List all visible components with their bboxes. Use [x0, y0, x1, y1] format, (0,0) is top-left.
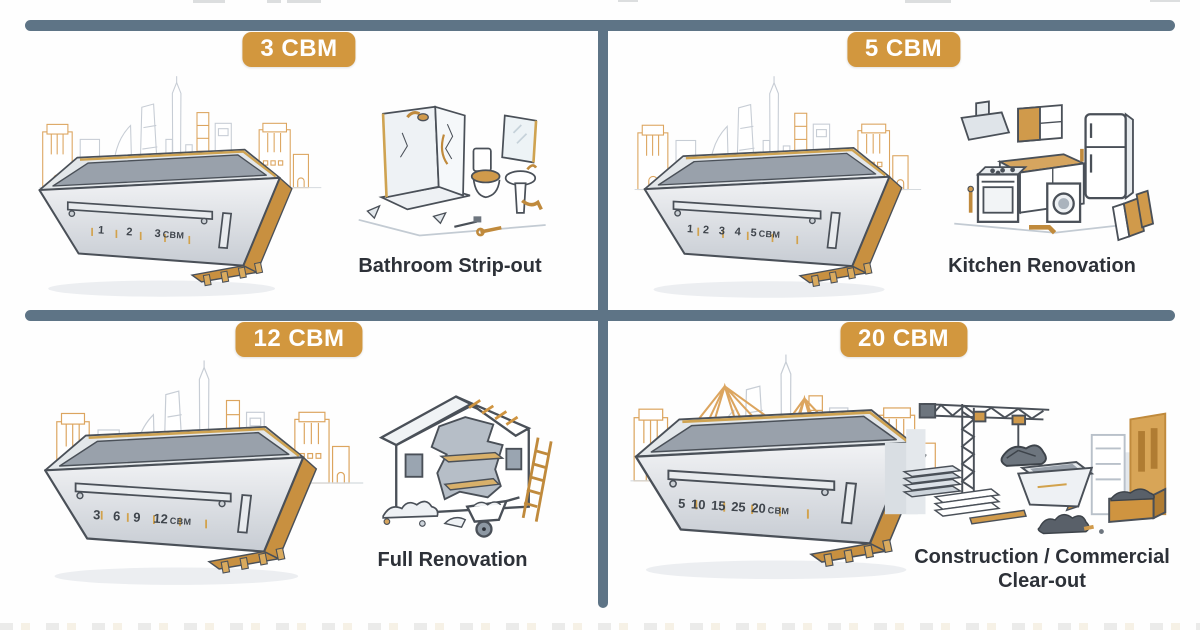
tick-label-capacity: 3CBM — [153, 227, 185, 241]
size-badge: 3 CBM — [242, 32, 356, 67]
house-renovation-illustration — [378, 395, 553, 538]
tick-label: 9 — [132, 508, 141, 525]
construction-illustration — [884, 403, 1167, 535]
tick-label-capacity: 20CBM — [750, 499, 790, 516]
skip-illustration: 1 2 3CBM — [30, 132, 300, 301]
tick-label-capacity: 12CBM — [152, 510, 192, 527]
tick-label: 3 — [92, 506, 101, 522]
use-case-caption: Kitchen Renovation — [948, 255, 1136, 277]
kitchen-illustration — [954, 100, 1155, 242]
tick-label: 15 — [710, 497, 726, 513]
tick-label: 2 — [125, 225, 133, 238]
tick-label: 4 — [734, 226, 742, 239]
panel-3cbm: 3 CBM 1 2 3CBM — [0, 32, 598, 310]
tick-label: 1 — [97, 223, 105, 237]
tick-label: 25 — [730, 498, 746, 515]
size-badge: 20 CBM — [839, 322, 968, 357]
tick-label-capacity: 5CBM — [750, 227, 781, 241]
divider-vertical — [598, 26, 608, 608]
size-badge: 12 CBM — [235, 322, 363, 357]
size-badge: 5 CBM — [846, 32, 961, 67]
tick-label: 3 — [718, 225, 726, 238]
bathroom-illustration — [358, 105, 546, 237]
use-case-caption: Full Renovation — [377, 549, 528, 571]
panel-5cbm: 5 CBM 1 2 3 4 5CBM — [607, 32, 1200, 310]
panel-12cbm: 12 CBM 3 6 9 12CBM — [0, 320, 598, 608]
panel-20cbm: 20 CBM 5 10 15 25 20CBM — [607, 320, 1200, 608]
tick-label: 6 — [112, 507, 121, 524]
use-case-caption: Bathroom Strip-out — [358, 255, 542, 277]
tick-label: 2 — [702, 224, 710, 237]
skip-illustration: 3 6 9 12CBM — [35, 408, 325, 589]
tick-label: 10 — [690, 495, 706, 512]
use-case-caption: Construction / Commercial Clear-out — [914, 546, 1170, 592]
skip-illustration: 1 2 3 4 5CBM — [635, 130, 910, 302]
top-bar — [25, 20, 1175, 31]
tick-label: 1 — [686, 223, 694, 236]
bottom-edge-artifacts — [0, 623, 1200, 630]
tick-label: 5 — [677, 495, 686, 511]
